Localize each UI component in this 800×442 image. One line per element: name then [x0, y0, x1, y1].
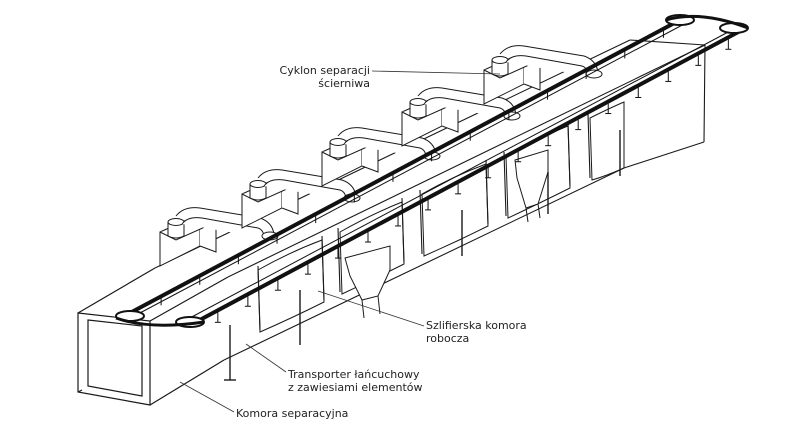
- chain-conveyor: [115, 14, 749, 328]
- label-chamber-line2: robocza: [426, 332, 470, 345]
- conveyor-hangers: [160, 30, 732, 323]
- label-chain-conveyor: Transporter łańcuchowy z zawiesiami elem…: [288, 368, 423, 394]
- cyclone-module: [401, 87, 521, 147]
- cyclone-module: [483, 45, 603, 105]
- label-cyclone-line2: ścierniwa: [318, 77, 370, 90]
- label-cyclone: Cyklon separacji ścierniwa: [258, 64, 370, 90]
- label-separation-chamber-text: Komora separacyjna: [236, 407, 349, 420]
- label-conveyor-line1: Transporter łańcuchowy: [288, 368, 420, 381]
- support-legs: [224, 130, 621, 381]
- leader-lines: [179, 70, 501, 413]
- cyclone-module: [321, 127, 441, 187]
- label-cyclone-line1: Cyklon separacji: [279, 64, 370, 77]
- label-grinding-chamber: Szlifierska komora robocza: [426, 319, 527, 345]
- cyclone-module: [159, 207, 279, 267]
- label-chamber-line1: Szlifierska komora: [426, 319, 527, 332]
- label-separation-chamber: Komora separacyjna: [236, 407, 348, 420]
- cyclone-modules: [159, 45, 603, 267]
- cyclones: [344, 149, 549, 319]
- separation-chamber-frame: [77, 267, 229, 406]
- label-conveyor-line2: z zawiesiami elementów: [288, 381, 423, 394]
